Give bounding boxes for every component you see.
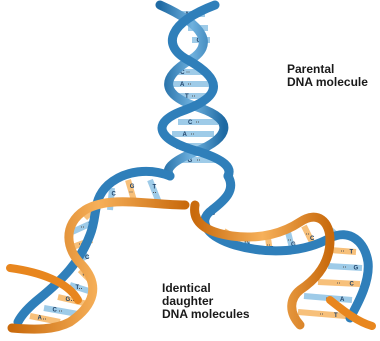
- base-letter: G: [130, 184, 135, 190]
- daughter-label-line3: DNA molecules: [162, 308, 250, 321]
- base-letter: C: [112, 192, 117, 198]
- base-pair: C: [178, 120, 218, 126]
- base-pair: A: [172, 132, 214, 138]
- base-pair: C: [318, 282, 360, 288]
- base-pair: T: [330, 250, 356, 256]
- base-letter: A: [340, 297, 345, 303]
- parental-helix: [160, 5, 229, 176]
- base-letter: T: [76, 285, 80, 291]
- base-pair: T: [298, 312, 346, 319]
- parental-dna-label: Parental DNA molecule: [287, 63, 368, 89]
- base-letter: A: [183, 132, 188, 138]
- base-letter: A: [180, 82, 185, 88]
- base-letter: T: [334, 313, 338, 319]
- parental-label-line2: DNA molecule: [287, 76, 368, 89]
- base-letter: C: [350, 282, 355, 288]
- base-pair: G: [328, 266, 362, 272]
- base-letter: A: [38, 316, 43, 322]
- base-letter: C: [53, 308, 58, 314]
- base-pair: C: [304, 226, 315, 242]
- base-letter: G: [66, 297, 71, 303]
- base-pair: C: [44, 308, 78, 315]
- base-pair: A: [30, 316, 60, 323]
- base-letter: C: [85, 255, 90, 261]
- base-letter: C: [188, 120, 193, 126]
- base-letter: T: [153, 184, 157, 190]
- left-new-strand: [12, 202, 185, 329]
- base-letter: G: [354, 266, 359, 272]
- daughter-dna-label: Identical daughter DNA molecules: [162, 282, 250, 321]
- base-letter: T: [350, 250, 354, 256]
- base-pair: A: [170, 82, 210, 88]
